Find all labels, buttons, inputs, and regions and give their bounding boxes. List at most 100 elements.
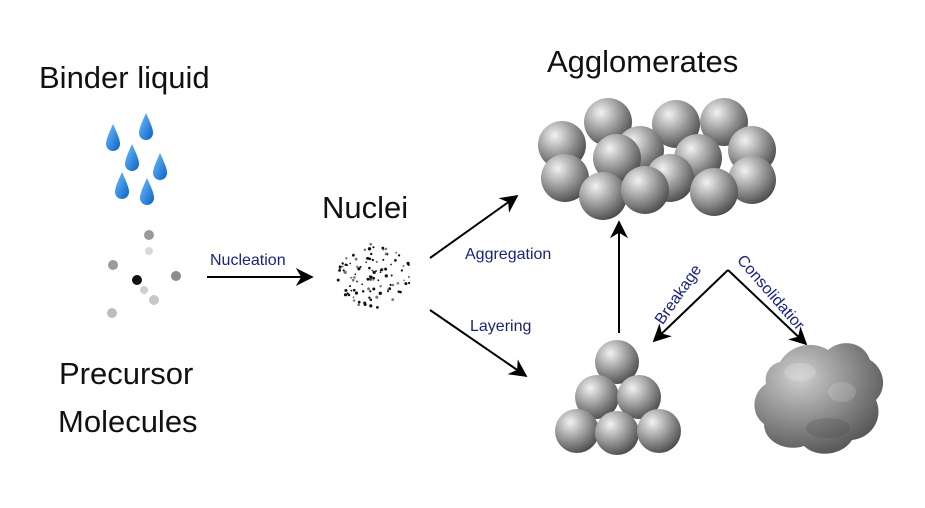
nucleus-dot <box>357 267 361 271</box>
nucleus-dot <box>400 269 404 272</box>
nucleus-dot <box>406 261 410 265</box>
nucleus-dot <box>369 304 373 308</box>
nucleus-dot <box>368 278 371 281</box>
molecule <box>140 286 148 294</box>
droplet <box>115 172 129 199</box>
nucleus-dot <box>354 291 359 295</box>
molecule <box>132 275 142 285</box>
sphere <box>690 168 738 216</box>
nucleus-dot <box>344 288 348 292</box>
nucleus-dot <box>338 265 342 268</box>
molecule <box>107 308 117 318</box>
nucleus-dot <box>344 263 348 267</box>
nucleus-dot <box>408 276 410 278</box>
nucleus-dot <box>375 260 378 264</box>
nucleus-dot <box>351 278 355 282</box>
aggregation-label: Aggregation <box>465 246 552 263</box>
precursor-label-line1: Precursor <box>59 356 194 391</box>
nucleus-dot <box>394 259 397 262</box>
droplet <box>125 144 139 171</box>
nucleus-dot <box>361 290 365 293</box>
nucleus-dot <box>388 287 392 291</box>
nucleus-dot <box>352 299 356 302</box>
sphere <box>617 375 661 419</box>
nucleus-dot <box>347 293 351 297</box>
nucleus-dot <box>357 303 361 307</box>
nucleus-dot <box>356 280 358 283</box>
nucleus-dot <box>369 242 373 246</box>
agglomerates-label: Agglomerates <box>547 44 739 79</box>
sphere <box>541 154 589 202</box>
nucleus-dot <box>395 251 398 254</box>
droplet <box>140 178 154 205</box>
binder-droplets <box>106 113 167 205</box>
nucleus-dot <box>342 269 345 272</box>
sphere <box>555 409 599 453</box>
molecule <box>108 260 118 270</box>
nucleus-dot <box>375 295 379 299</box>
nucleus-dot <box>372 270 376 274</box>
nucleus-dot <box>381 246 385 250</box>
sphere <box>579 172 627 220</box>
blob-highlight <box>828 382 856 402</box>
nucleus-dot <box>372 287 376 291</box>
droplet <box>106 124 120 151</box>
binder-liquid-label: Binder liquid <box>39 60 210 95</box>
nucleus-dot <box>370 298 372 301</box>
nucleus-dot <box>366 256 370 260</box>
sphere <box>621 166 669 214</box>
nucleus-dot <box>372 276 375 280</box>
nucleus-dot <box>367 247 372 251</box>
consolidated-granule <box>754 343 884 454</box>
nucleus-dot <box>379 285 382 288</box>
nucleus-dot <box>377 279 380 282</box>
nucleus-dot <box>386 288 389 291</box>
nucleus-dot <box>354 273 357 276</box>
nucleus-dot <box>376 306 379 309</box>
nucleus-dot <box>352 296 355 299</box>
nucleus-dot <box>378 291 382 295</box>
layered-granule <box>555 340 681 455</box>
sphere <box>637 409 681 453</box>
blob-highlight <box>784 363 816 381</box>
nucleus-dot <box>369 275 373 279</box>
nucleus-dot <box>355 265 359 268</box>
nucleus-dot <box>384 247 388 251</box>
droplet <box>153 153 167 180</box>
sphere <box>575 375 619 419</box>
nucleus-dot <box>361 283 364 286</box>
layering-arrow <box>429 309 528 378</box>
layering-label: Layering <box>470 318 532 335</box>
nuclei-label: Nuclei <box>322 190 409 225</box>
droplet <box>139 113 153 140</box>
molecule <box>149 295 159 305</box>
breakage-arrow <box>652 269 729 343</box>
agglomerates-cluster <box>538 98 776 220</box>
nucleus-dot <box>351 253 355 257</box>
nucleus-dot <box>371 269 374 272</box>
nucleus-dot <box>391 298 395 301</box>
sphere <box>595 340 639 384</box>
molecule <box>171 271 181 281</box>
nucleus-dot <box>367 287 371 291</box>
nucleus-dot <box>390 263 392 266</box>
nucleus-dot <box>375 270 378 272</box>
consolidated-blob <box>754 343 884 454</box>
nucleus-dot <box>341 262 344 265</box>
nucleus-dot <box>366 277 370 281</box>
nucleation-label: Nucleation <box>210 252 286 269</box>
nucleus-dot <box>379 271 382 274</box>
sphere <box>728 156 776 204</box>
nucleus-dot <box>354 257 358 261</box>
nucleus-dot <box>384 252 388 256</box>
nucleus-dot <box>384 267 388 271</box>
nucleus-dot <box>387 290 390 293</box>
nucleus-dot <box>391 283 395 287</box>
nucleus-dot <box>369 252 373 256</box>
precursor-molecules <box>107 230 181 318</box>
nucleus-dot <box>345 257 348 260</box>
nucleus-dot <box>371 258 374 262</box>
aggregation-arrow <box>429 194 519 259</box>
